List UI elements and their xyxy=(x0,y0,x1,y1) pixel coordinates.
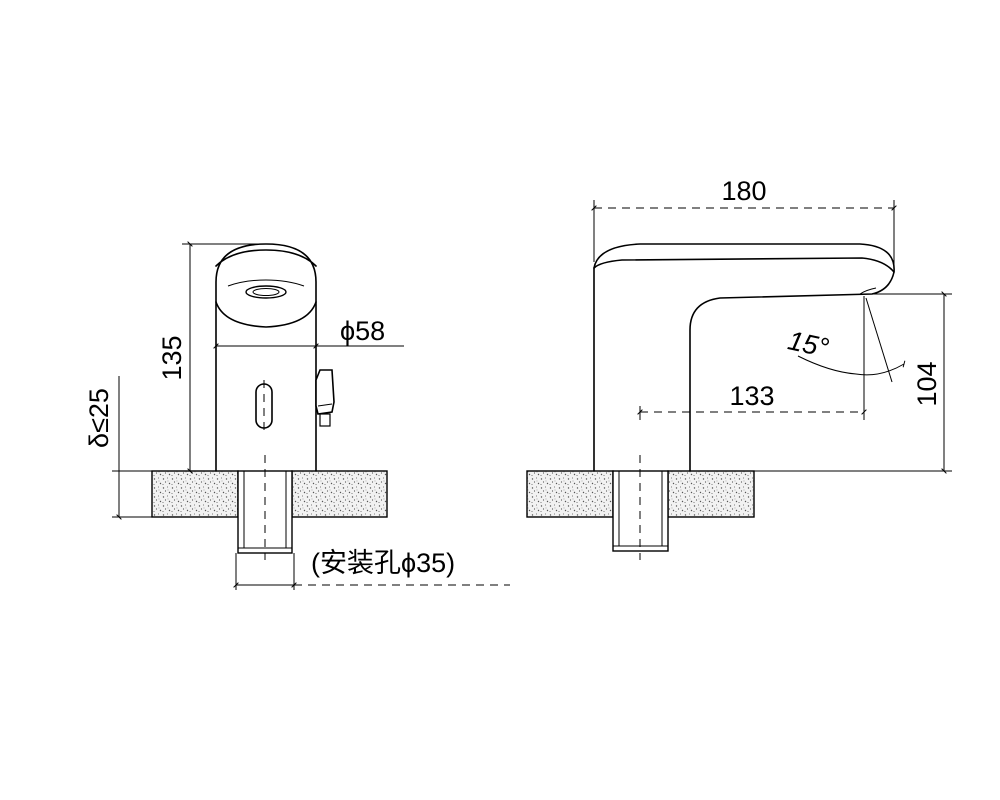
front-view: 135 ϕ58 δ≤25 (安装孔ϕ35) xyxy=(84,241,510,590)
dim-reach-side: 133 xyxy=(637,296,867,420)
dim-height-front: 135 xyxy=(157,241,262,474)
diameter-label: ϕ58 xyxy=(340,316,385,346)
side-view: 180 133 104 15° xyxy=(526,176,952,560)
reach-label: 133 xyxy=(729,381,774,411)
dim-thickness-front: δ≤25 xyxy=(84,376,152,520)
spout-height-label: 104 xyxy=(912,361,942,406)
dim-angle-side: 15° xyxy=(785,297,906,383)
countertop-side xyxy=(526,470,755,518)
dim-length-side: 180 xyxy=(591,176,897,268)
aerator-icon xyxy=(245,285,287,299)
faucet-body-side xyxy=(593,243,895,472)
dim-spout-height-side: 104 xyxy=(754,291,952,474)
sensor-window-icon xyxy=(255,383,273,429)
dim-diameter-front: ϕ58 xyxy=(213,316,404,346)
length-label: 180 xyxy=(721,176,766,206)
mounting-shank-side xyxy=(612,455,669,560)
thickness-label: δ≤25 xyxy=(84,388,114,448)
countertop-front xyxy=(151,470,388,518)
hole-label: (安装孔ϕ35) xyxy=(311,548,455,578)
height-label: 135 xyxy=(157,335,187,380)
dim-hole-front: (安装孔ϕ35) xyxy=(233,548,510,590)
lever-handle-icon xyxy=(315,369,335,427)
mounting-shank-front xyxy=(237,455,293,560)
faucet-body-front xyxy=(215,243,335,472)
angle-label: 15° xyxy=(785,325,831,363)
